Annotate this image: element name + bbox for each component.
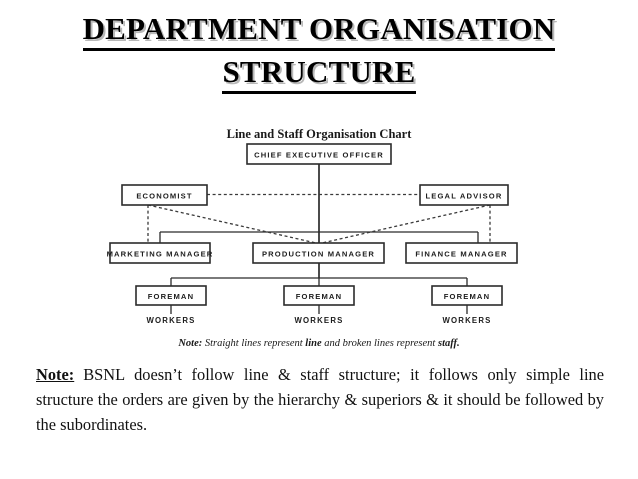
node-label: FOREMAN [296, 292, 342, 301]
node-foreman-2[interactable]: FOREMAN [283, 285, 355, 306]
node-economist[interactable]: ECONOMIST [121, 184, 208, 206]
node-legal-advisor[interactable]: LEGAL ADVISOR [419, 184, 509, 206]
node-label: FINANCE MANAGER [415, 250, 507, 259]
bottom-note: Note:BSNL doesn’t follow line & staff st… [36, 362, 604, 437]
node-workers-1: WORKERS [146, 316, 195, 325]
node-box [405, 242, 518, 264]
node-box [121, 184, 208, 206]
node-workers-3: WORKERS [442, 316, 491, 325]
page-title-line-2: STRUCTURE [222, 53, 416, 94]
edge-legal-production [321, 204, 491, 244]
node-label: FOREMAN [444, 292, 490, 301]
page-title-line-1: DEPARTMENT ORGANISATION [82, 10, 556, 51]
node-chief-executive-officer[interactable]: CHIEF EXECUTIVE OFFICER [246, 143, 392, 165]
node-box [419, 184, 509, 206]
node-label: ECONOMIST [136, 192, 192, 201]
page-title: DEPARTMENT ORGANISATION STRUCTURE [0, 10, 638, 94]
node-finance-manager[interactable]: FINANCE MANAGER [405, 242, 518, 264]
edge-economist-production [147, 204, 317, 244]
chart-connectors [147, 164, 491, 314]
node-marketing-manager[interactable]: MARKETING MANAGER [107, 242, 214, 264]
bottom-note-keyword: Note: [36, 365, 75, 384]
chart-legend-note-prefix: Note: [177, 338, 202, 349]
chart-legend-note-part-2: and broken lines represent [322, 338, 438, 349]
node-box [431, 285, 503, 306]
node-label: MARKETING MANAGER [107, 250, 214, 259]
node-box [252, 242, 385, 264]
node-label: FOREMAN [148, 292, 194, 301]
node-box [135, 285, 207, 306]
node-workers-2: WORKERS [294, 316, 343, 325]
node-box [246, 143, 392, 165]
node-box [283, 285, 355, 306]
org-chart: Line and Staff Organisation Chart [0, 118, 638, 358]
chart-legend-note-bold-2: staff. [437, 338, 460, 349]
node-label: CHIEF EXECUTIVE OFFICER [254, 151, 384, 160]
bottom-note-body: BSNL doesn’t follow line & staff structu… [36, 365, 604, 434]
node-box [109, 242, 211, 264]
chart-legend-note: Note: Straight lines represent line and … [177, 338, 459, 349]
node-label: PRODUCTION MANAGER [262, 250, 375, 259]
chart-legend-note-bold-1: line [305, 338, 322, 349]
node-production-manager[interactable]: PRODUCTION MANAGER [252, 242, 385, 264]
chart-legend-note-part-1: Straight lines represent [202, 338, 305, 349]
chart-heading: Line and Staff Organisation Chart [227, 127, 413, 141]
node-label: LEGAL ADVISOR [426, 192, 503, 201]
node-foreman-3[interactable]: FOREMAN [431, 285, 503, 306]
node-foreman-1[interactable]: FOREMAN [135, 285, 207, 306]
